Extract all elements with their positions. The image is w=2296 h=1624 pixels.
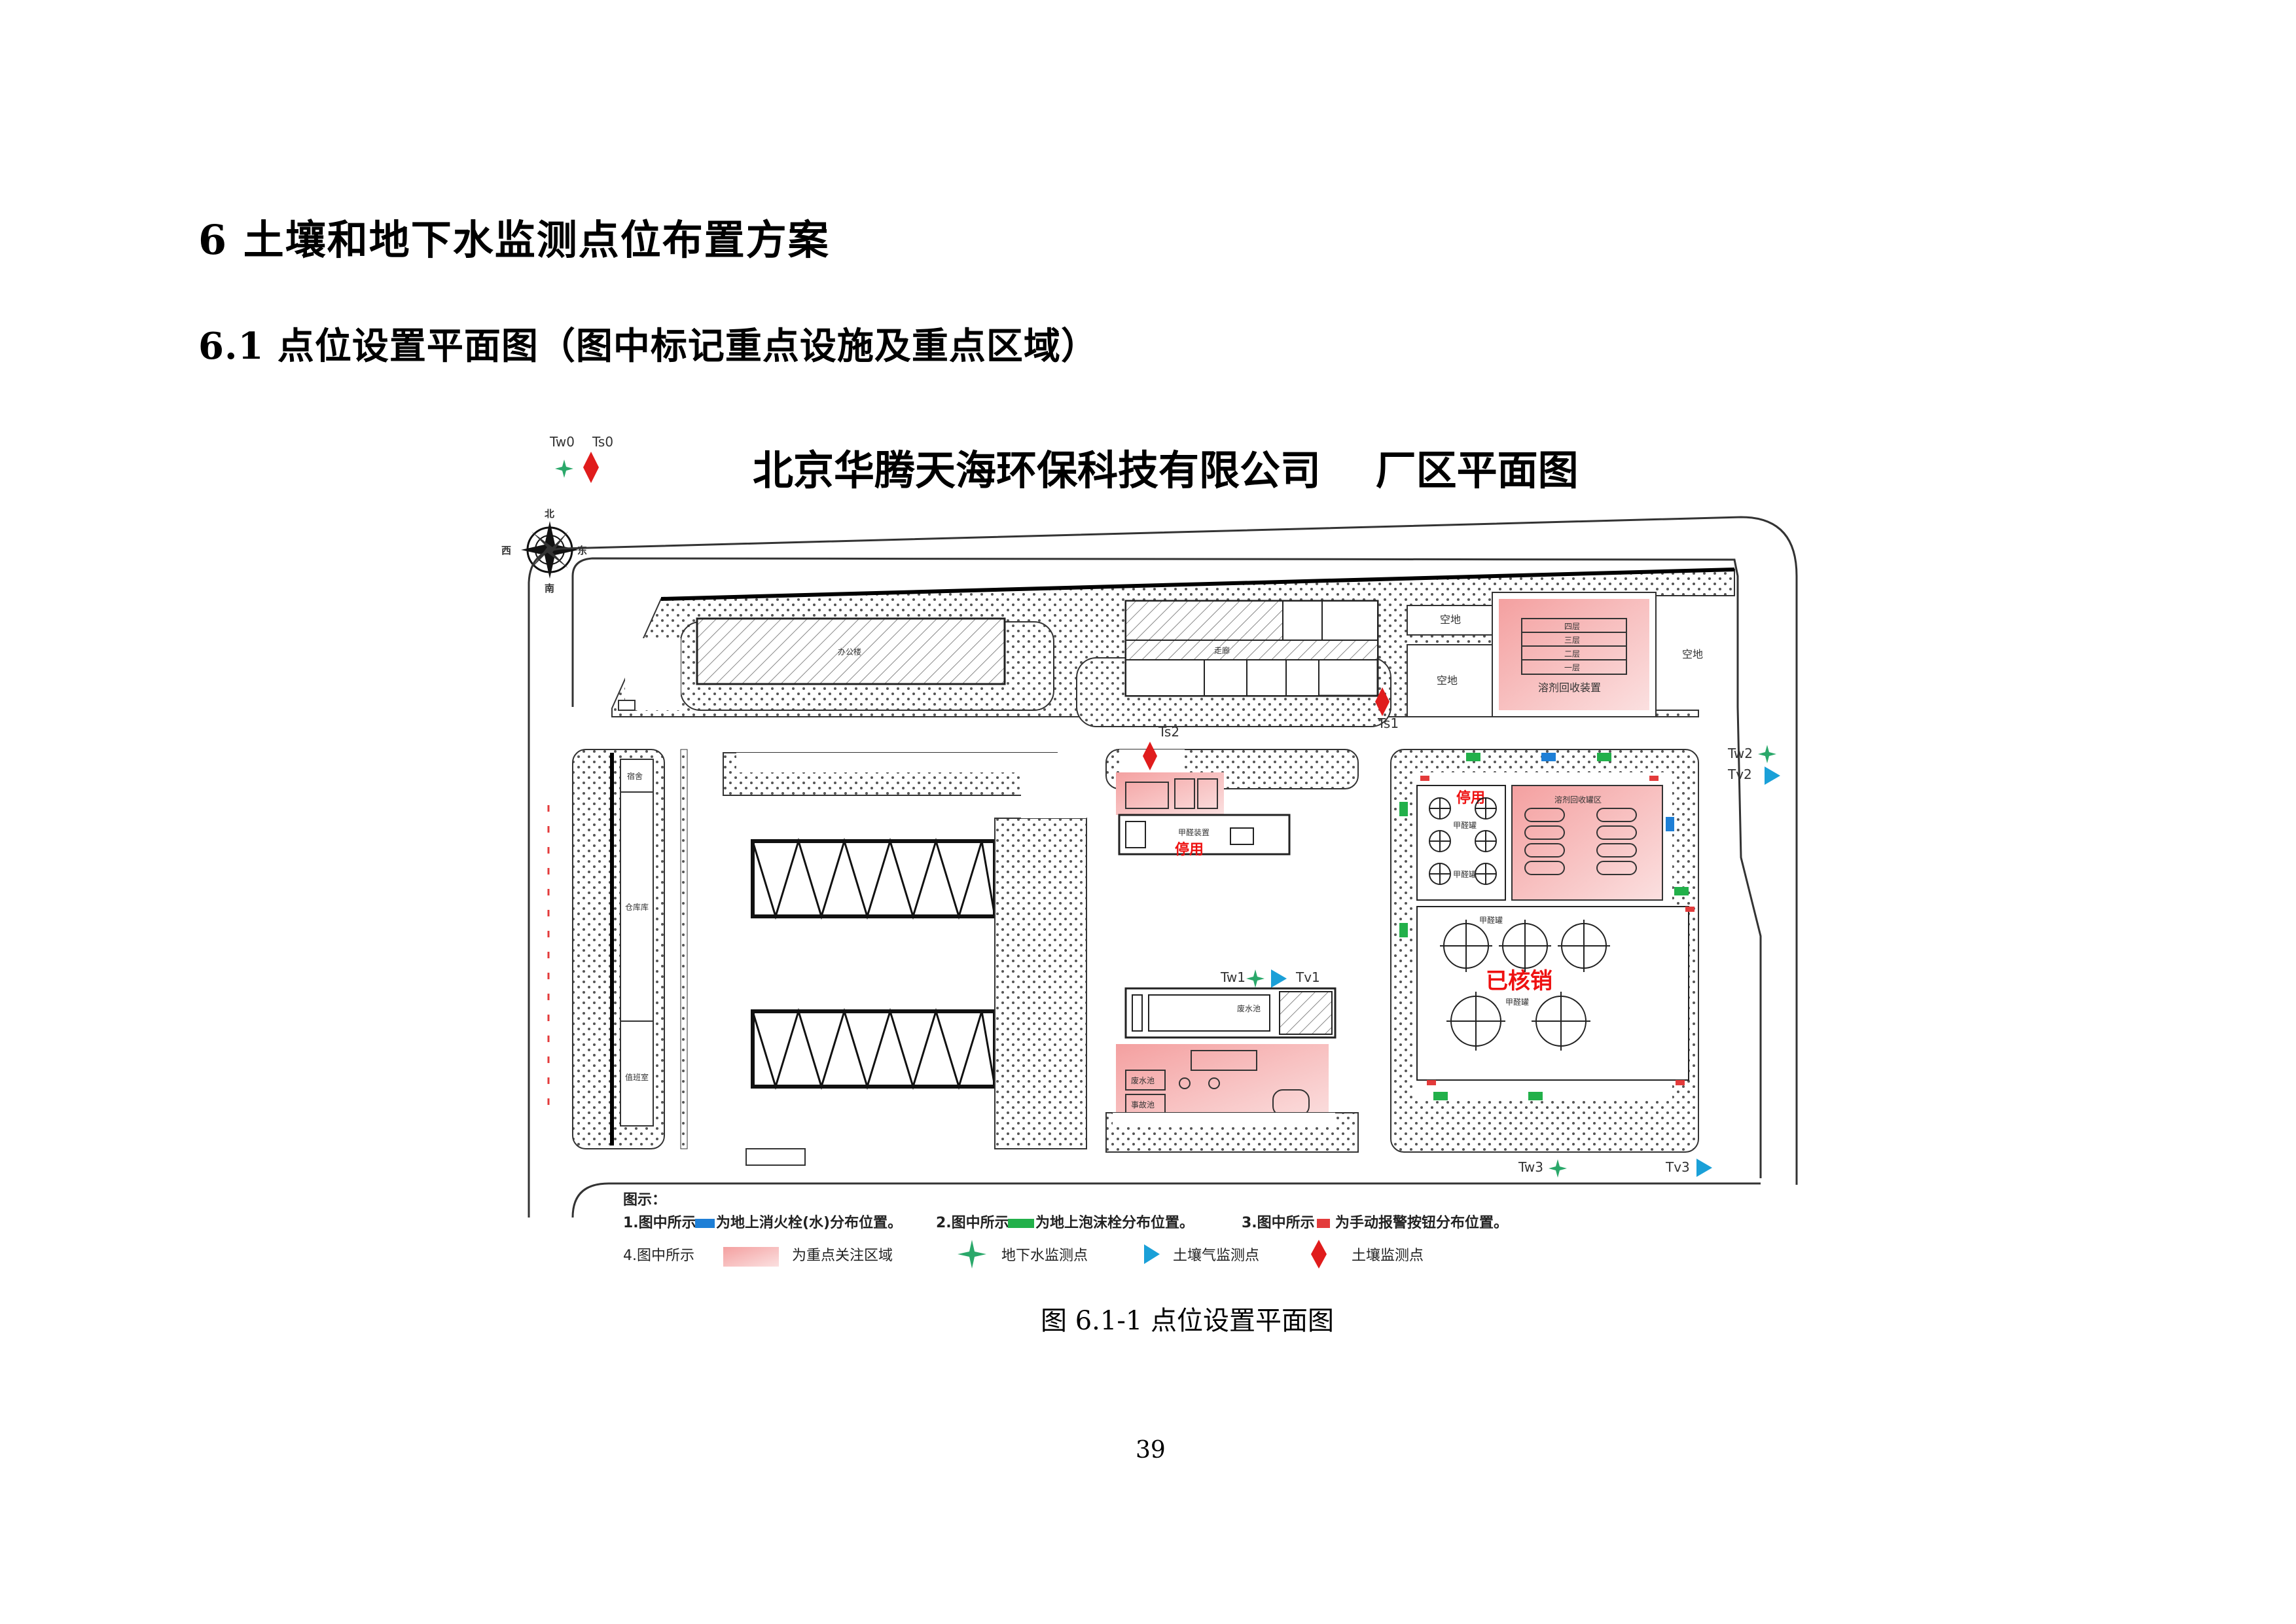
methanol-unit [1118,814,1291,856]
solvent-recovery-label: 溶剂回收装置 [1538,681,1601,694]
corridor-label: 走廊 [1214,645,1230,655]
parking-block-2 [751,1009,997,1089]
tw1-label: Tw1 [1220,969,1246,985]
stopped-label-2: 停用 [1456,789,1485,806]
pool3-label: 事故池 [1131,1100,1155,1110]
tw3-label: Tw3 [1518,1159,1543,1175]
warehouse-label: 仓库库 [625,902,649,912]
legend-hydrant-swatch [695,1219,715,1228]
duty-room-label: 值班室 [625,1072,649,1082]
alarm-markers [1420,776,1695,1085]
page-number: 39 [1136,1437,1166,1464]
ts2-soil-icon [1143,742,1157,770]
legend-soil-text: 土壤监测点 [1352,1248,1424,1264]
compass-icon: 北 南 东 西 [501,508,587,594]
office-building [696,617,1006,685]
small-tanks [1429,797,1497,885]
legend-gw-text: 地下水监测点 [1001,1248,1088,1264]
ts0-label: Ts0 [592,434,613,450]
cancelled-label: 已核销 [1486,968,1552,994]
pool2-label: 废水池 [1131,1075,1155,1085]
floor4-label: 四层 [1564,622,1580,631]
stopped-label-1: 停用 [1175,841,1204,858]
empty-lot-2 [1407,644,1503,717]
methanol-unit-label: 甲醛装置 [1178,827,1210,837]
tw2-groundwater-icon [1758,745,1776,763]
legend-item3: 3.图中所示 [1242,1215,1315,1231]
parking-block-1 [751,839,997,918]
solvent-recovery-focus-area [1499,599,1649,710]
legend-item4-text: 为重点关注区域 [792,1248,893,1264]
ts1-label: Ts1 [1377,715,1399,731]
legend-item1-text: 为地上消火栓(水)分布位置。 [716,1214,902,1231]
subsection-heading: 6.1 点位设置平面图（图中标记重点设施及重点区域） [198,325,1098,368]
tank-area-big-label-2: 甲醛罐 [1505,997,1529,1007]
legend-sv-text: 土壤气监测点 [1173,1248,1259,1264]
tv1-soil-vapor-icon [1271,969,1287,988]
tw2-label: Tw2 [1727,746,1753,761]
tank-area-top-label: 甲醛罐 [1453,820,1477,830]
empty-lot-1-label: 空地 [1440,613,1461,626]
compass-south: 南 [545,583,554,594]
tw1-groundwater-icon [1246,969,1265,988]
figure-caption: 图 6.1-1 点位设置平面图 [1041,1306,1335,1336]
floor3-label: 三层 [1564,636,1580,645]
section-heading: 6 土壤和地下水监测点位布置方案 [198,216,830,264]
ts0-soil-icon [583,452,599,483]
ts2-label: Ts2 [1158,724,1179,740]
legend-foam-swatch [1008,1219,1034,1228]
ts1-soil-icon [1375,687,1390,716]
legend-item2-text: 为地上泡沫栓分布位置。 [1035,1214,1194,1231]
legend-alarm-swatch [1317,1219,1330,1228]
legend-item3-text: 为手动报警按钮分布位置。 [1335,1214,1508,1231]
tank-area-top-label-2: 甲醛罐 [1453,869,1477,879]
tw0-groundwater-icon [555,460,573,478]
tank-storage-label: 溶剂回收罐区 [1554,795,1602,804]
compass-east: 东 [577,545,587,556]
legend-focus-swatch [723,1247,779,1267]
tv2-soil-vapor-icon [1765,767,1780,785]
empty-lot-2-label: 空地 [1437,674,1458,687]
legend-item1: 1.图中所示 [623,1215,696,1231]
wastewater-focus-area [1116,1044,1329,1123]
tv2-label: Tv2 [1727,767,1752,782]
compass-north: 北 [545,508,554,520]
tw0-label: Tw0 [549,434,575,450]
floor2-label: 二层 [1564,649,1580,659]
large-tanks [1440,920,1610,1051]
legend-heading: 图示： [623,1192,666,1208]
legend-item4: 4.图中所示 [623,1248,694,1264]
floor1-label: 一层 [1564,663,1580,672]
hydrant-markers [1541,753,1674,831]
dorm-building [620,759,654,1127]
inner-road-boundary [571,557,1762,1178]
pool1-label: 废水池 [1237,1003,1261,1013]
foam-markers [1399,753,1689,1100]
empty-lot-1 [1407,605,1503,636]
legend-soil-vapor-icon [1144,1244,1160,1264]
outer-road [528,516,1798,1218]
bottom-road [571,1182,1761,1218]
tank-area-big-label: 甲醛罐 [1479,915,1503,925]
legend-item2: 2.图中所示 [936,1215,1009,1231]
tv3-label: Tv3 [1665,1159,1690,1175]
center-green-belt [994,818,1087,1149]
tv3-soil-vapor-icon [1696,1159,1712,1177]
legend-soil-icon [1311,1240,1327,1269]
map-title: 北京华腾天海环保科技有限公司 厂区平面图 [753,446,1579,494]
tv1-label: Tv1 [1295,969,1320,985]
dorm-label: 宿舍 [627,771,643,781]
legend-groundwater-icon [958,1240,986,1269]
tank-area-big [1416,906,1689,1081]
empty-lot-3-label: 空地 [1682,648,1703,660]
tw3-groundwater-icon [1549,1159,1567,1178]
solvent-tank-focus-area [1511,785,1663,901]
office-label: 办公楼 [838,647,861,657]
compass-west: 西 [501,545,511,556]
